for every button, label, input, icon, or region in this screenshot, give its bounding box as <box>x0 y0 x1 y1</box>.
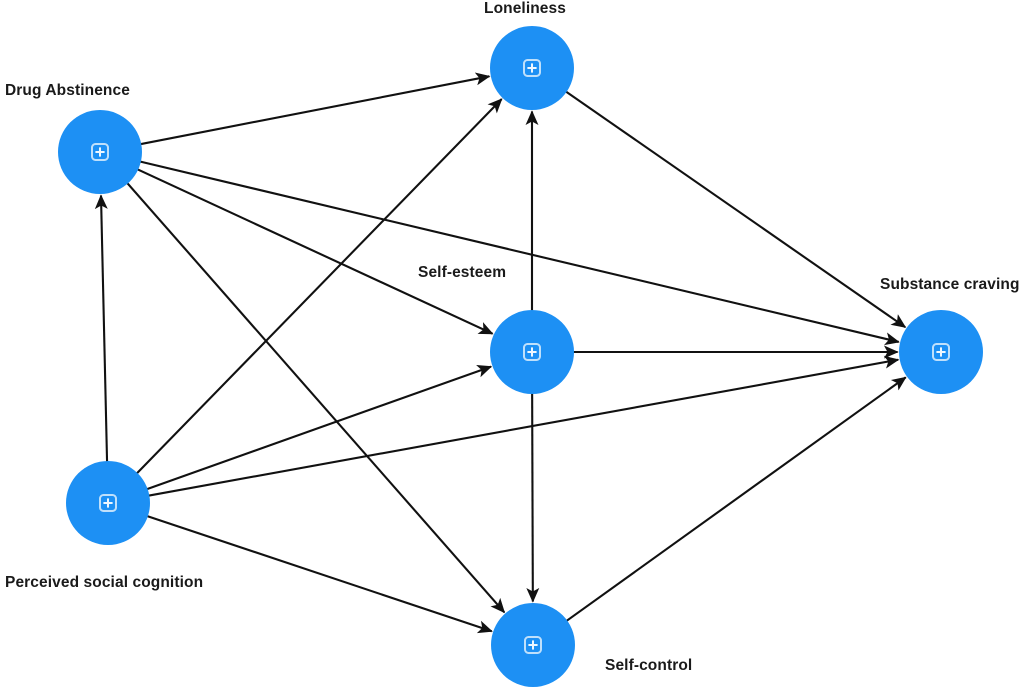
node-self_control[interactable] <box>491 603 575 687</box>
node-substance_craving[interactable] <box>899 310 983 394</box>
plus-square-icon <box>99 494 117 512</box>
node-drug_abstinence[interactable] <box>58 110 142 194</box>
edge-perceived_social_cognition-to-self_control <box>146 514 493 634</box>
edge-perceived_social_cognition-to-loneliness <box>135 98 503 475</box>
edge-self_esteem-to-self_control <box>526 392 540 603</box>
nodes-layer <box>58 26 983 687</box>
node-label-self_esteem: Self-esteem <box>418 264 507 281</box>
edge-drug_abstinence-to-substance_craving <box>139 160 900 346</box>
node-self_esteem[interactable] <box>490 310 574 394</box>
node-label-loneliness: Loneliness <box>484 0 566 17</box>
edge-self_control-to-substance_craving <box>565 376 907 622</box>
edge-drug_abstinence-to-self_control <box>126 182 506 614</box>
plus-square-icon <box>932 343 950 361</box>
node-perceived_social_cognition[interactable] <box>66 461 150 545</box>
node-label-self_control: Self-control <box>605 657 693 674</box>
node-label-substance_craving: Substance craving <box>880 276 1020 293</box>
edges-layer <box>94 72 907 634</box>
edge-loneliness-to-substance_craving <box>565 90 907 329</box>
edge-perceived_social_cognition-to-substance_craving <box>148 355 900 497</box>
edge-perceived_social_cognition-to-self_esteem <box>146 365 493 491</box>
node-label-perceived_social_cognition: Perceived social cognition <box>5 574 204 591</box>
plus-square-icon <box>91 143 109 161</box>
plus-square-icon <box>523 343 541 361</box>
edge-drug_abstinence-to-loneliness <box>140 72 491 146</box>
edge-drug_abstinence-to-self_esteem <box>136 168 494 335</box>
plus-square-icon <box>524 636 542 654</box>
node-label-drug_abstinence: Drug Abstinence <box>5 82 130 99</box>
edge-perceived_social_cognition-to-drug_abstinence <box>94 194 109 463</box>
plus-square-icon <box>523 59 541 77</box>
node-loneliness[interactable] <box>490 26 574 110</box>
